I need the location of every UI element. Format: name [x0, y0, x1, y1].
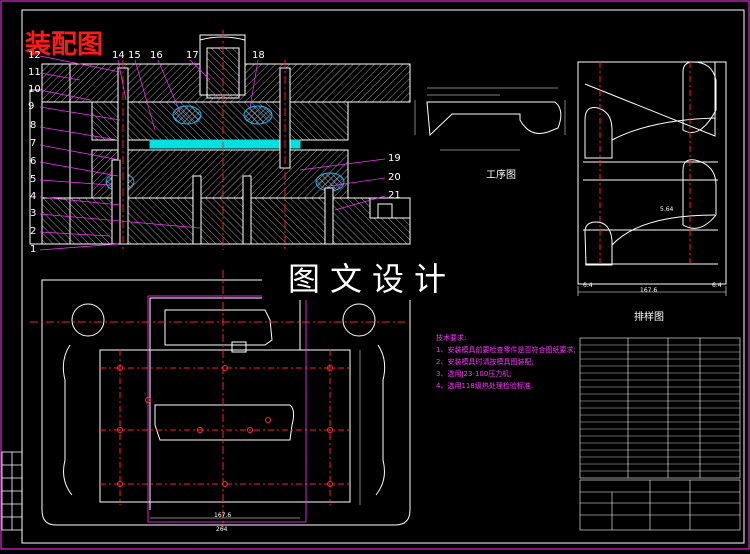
- tech-line: 4、选用118级热处理检验标准.: [436, 382, 534, 390]
- binding-margin: [1, 451, 23, 531]
- layout-gap-dim: 5.64: [660, 206, 674, 213]
- part-number-callout: 20: [388, 172, 401, 183]
- part-number-callout: 15: [128, 50, 141, 61]
- part-number-callout: 18: [252, 50, 265, 61]
- layout-view-label: 排样图: [634, 312, 664, 323]
- strip-layout: [577, 61, 727, 296]
- plan-width-inner-dim: 167.6: [214, 512, 232, 519]
- tech-line: 1、安装模具前要检查零件是否符合图纸要求;: [436, 346, 576, 354]
- title-block: [579, 479, 741, 531]
- plan-view-holes: [117, 365, 333, 487]
- section-view: [29, 30, 411, 250]
- plan-width-outer-dim: 264: [216, 526, 228, 533]
- parts-list-rows: [580, 344, 740, 472]
- process-view-label: 工序图: [486, 170, 516, 181]
- tech-line: 3、选用J23-100压力机;: [436, 370, 512, 378]
- part-number-callout: 3: [30, 208, 37, 219]
- layout-margin-left-dim: 6.4: [583, 282, 593, 289]
- technical-requirements: 技术要求: 1、安装模具前要检查零件是否符合图纸要求; 2、安装模具时请按模具图…: [436, 332, 576, 392]
- part-number-callout: 6: [30, 156, 37, 167]
- part-number-callout: 11: [28, 67, 41, 78]
- drawing-title: 装配图: [25, 30, 104, 60]
- part-number-callout: 7: [30, 138, 37, 149]
- part-number-callout: 4: [30, 191, 37, 202]
- part-number-callout: 1: [30, 244, 37, 255]
- part-number-callout: 12: [28, 50, 41, 61]
- part-number-callout: 9: [28, 101, 35, 112]
- part-number-callout: 2: [30, 226, 37, 237]
- plan-view: [30, 270, 411, 530]
- part-number-callout: 19: [388, 153, 401, 164]
- part-number-callout: 5: [30, 174, 37, 185]
- watermark: 图文设计: [262, 254, 482, 300]
- part-number-callout: 14: [112, 50, 125, 61]
- layout-margin-right-dim: 6.4: [712, 282, 722, 289]
- leader-lines-top: [117, 59, 259, 131]
- part-number-callout: 16: [150, 50, 163, 61]
- leader-lines-right: [299, 158, 386, 211]
- leader-lines-left: [39, 55, 201, 251]
- part-number-callout: 8: [30, 120, 37, 131]
- part-number-callout: 17: [186, 50, 199, 61]
- sheet-border-inner: [21, 9, 745, 544]
- part-number-callout: 21: [388, 190, 401, 201]
- layout-width-dim: 167.6: [640, 287, 658, 294]
- tech-line: 2、安装模具时请按模具图装配;: [436, 358, 534, 366]
- part-number-callout: 10: [28, 84, 41, 95]
- tech-heading: 技术要求:: [436, 334, 467, 342]
- process-view: [414, 87, 566, 151]
